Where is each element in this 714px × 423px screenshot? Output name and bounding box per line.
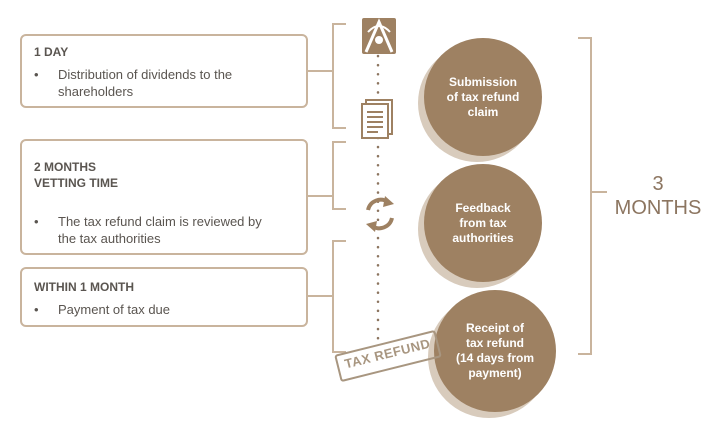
circle-line: Feedback: [455, 200, 511, 215]
circle-line: Receipt of: [465, 321, 524, 335]
document-icon: [361, 99, 393, 139]
total-number: 3: [652, 173, 664, 195]
circle-line: authorities: [452, 230, 514, 245]
bullet-dot: •: [34, 214, 39, 229]
circle-line: of tax refund: [446, 89, 520, 104]
step-bullet-line: The tax refund claim is reviewed by: [58, 214, 262, 229]
circle-line: (14 days from: [455, 351, 535, 365]
circle-feedback: Feedback from tax authorities: [424, 164, 542, 282]
step-heading: WITHIN 1 MONTH: [34, 280, 134, 294]
total-bracket: [578, 37, 592, 355]
circle-line: from tax: [459, 215, 507, 230]
bullet-dot: •: [34, 302, 39, 317]
step-bullet: • Payment of tax due: [34, 301, 170, 318]
step-box-1-day: 1 DAY • Distribution of dividends to the s…: [20, 34, 308, 108]
step-bullet-line: the tax authorities: [58, 231, 161, 246]
step-bullet-line: Distribution of dividends to the: [58, 67, 233, 82]
step-bullet: • Distribution of dividends to the shareho…: [34, 66, 232, 100]
total-unit: MONTHS: [614, 197, 702, 219]
circle-line: payment): [468, 366, 522, 380]
bracket-box1: [332, 23, 346, 129]
total-duration: 3 MONTHS: [608, 172, 708, 220]
step-box-within-1-month: WITHIN 1 MONTH • Payment of tax due: [20, 267, 308, 327]
step-bullet-line: shareholders: [58, 84, 134, 99]
circle-receipt: Receipt of tax refund (14 days from paym…: [434, 290, 556, 412]
step-heading: 1 DAY: [34, 45, 69, 59]
step-box-2-months: 2 MONTHS VETTING TIME • The tax refund cl…: [20, 139, 308, 255]
bracket-box2: [332, 141, 346, 210]
circle-line: tax refund: [465, 336, 524, 350]
circle-submission: Submission of tax refund claim: [424, 38, 542, 156]
emblem-icon: [362, 18, 396, 54]
circle-line: claim: [467, 104, 499, 119]
step-heading: 2 MONTHS: [34, 160, 97, 174]
step-bullet: • The tax refund claim is reviewed by the …: [34, 213, 262, 247]
refresh-icon: [366, 196, 394, 232]
step-bullet-line: Payment of tax due: [58, 302, 171, 317]
bracket-box3: [332, 240, 346, 353]
circle-line: Submission: [448, 74, 517, 89]
bullet-dot: •: [34, 67, 39, 82]
step-subheading: VETTING TIME: [34, 176, 118, 190]
